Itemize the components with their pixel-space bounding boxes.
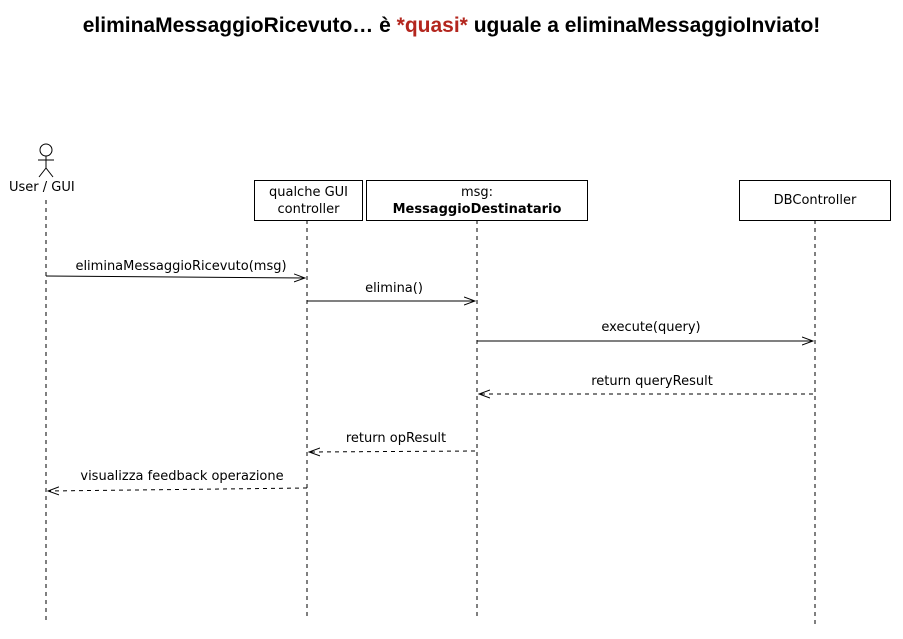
participant-gui-controller: qualche GUI controller xyxy=(254,180,363,221)
title-prefix: eliminaMessaggioRicevuto… è xyxy=(82,14,397,37)
participant-msg-line1: msg: xyxy=(460,184,494,200)
diagram-title: eliminaMessaggioRicevuto… è *quasi* ugua… xyxy=(0,14,903,38)
participant-msg: msg: MessaggioDestinatario xyxy=(366,180,588,221)
message-label-5: return opResult xyxy=(345,431,447,446)
participant-msg-line2: MessaggioDestinatario xyxy=(392,201,562,217)
participant-db: DBController xyxy=(739,180,891,221)
title-suffix: uguale a eliminaMessaggioInviato! xyxy=(467,14,821,37)
participant-db-label: DBController xyxy=(773,193,857,208)
participant-gui-controller-line1: qualche GUI xyxy=(268,184,348,200)
message-label-1: eliminaMessaggioRicevuto(msg) xyxy=(75,259,287,274)
message-arrow-6 xyxy=(48,488,308,491)
message-arrow-1 xyxy=(45,276,305,278)
message-label-6: visualizza feedback operazione xyxy=(80,469,284,484)
message-label-4: return queryResult xyxy=(591,374,713,389)
title-highlight: *quasi* xyxy=(396,14,468,37)
actor-label-user: User / GUI xyxy=(9,180,75,195)
message-label-3: execute(query) xyxy=(601,320,701,335)
participant-gui-controller-line2: controller xyxy=(277,201,340,217)
actor-icon xyxy=(38,143,54,178)
message-label-2: elimina() xyxy=(365,281,423,296)
message-arrow-5 xyxy=(309,451,476,452)
